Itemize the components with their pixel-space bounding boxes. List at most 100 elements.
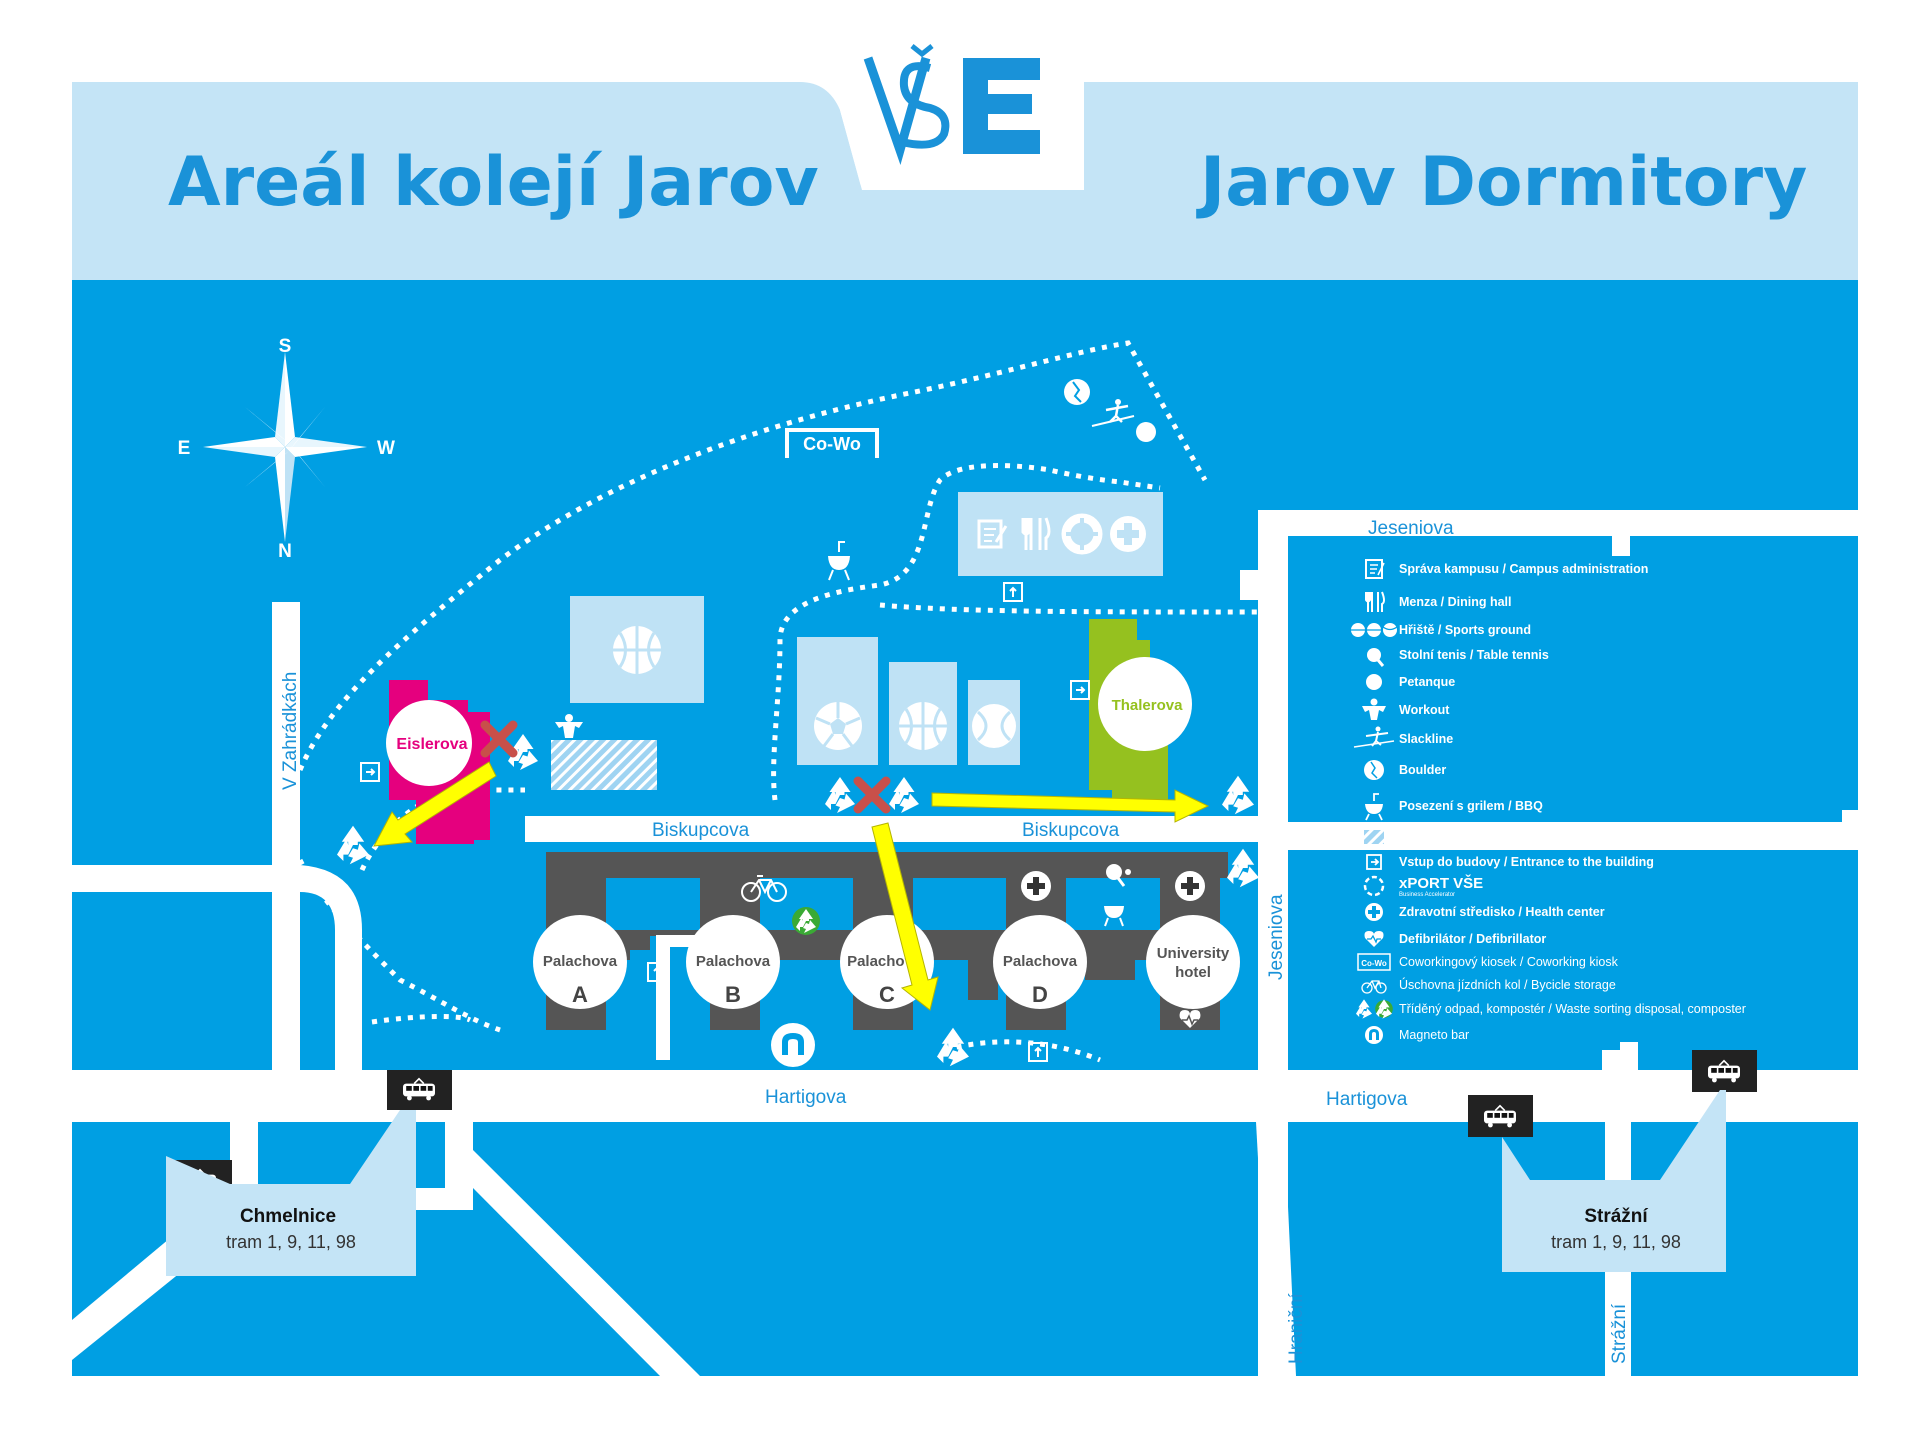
basketball-icon-2 [899,702,947,750]
title-english: Jarov Dormitory [1196,143,1807,222]
dining-icon [1365,591,1385,612]
bbq-icon-2 [1104,906,1124,927]
services-building [958,492,1163,576]
legend-item-label: Vstup do budovy / Entrance to the buildi… [1399,855,1654,869]
recycle-icon [1356,999,1393,1019]
vse-logo [863,44,1040,165]
legend-item-label: Petanque [1399,675,1455,689]
magneto-icon [1365,1026,1383,1044]
slackline-icon [1353,726,1395,748]
tram-stop-strazni-name: Strážní [1584,1206,1648,1227]
university-hotel-label-1: University [1157,945,1230,962]
table-tennis-icon [1367,648,1385,667]
magneto-bar-icon [771,1023,815,1067]
health-icon [1365,903,1383,921]
palachova-a[interactable]: Palachova A [533,915,627,1009]
coworking-kiosk[interactable]: Co-Wo [785,428,879,458]
legend-item-label: Menza / Dining hall [1399,595,1512,609]
palachova-c-letter: C [879,982,895,1007]
tram-stop-strazni-lines: tram 1, 9, 11, 98 [1551,1232,1681,1252]
palachova-b-label: Palachova [696,953,771,970]
legend-item-label: Boulder [1399,763,1446,777]
legend-item-label: Hřiště / Sports ground [1399,623,1531,637]
thalerova-label: Thalerova [1112,697,1184,714]
xport-icon [1363,875,1385,897]
health-center-icon [1110,516,1146,552]
entrance-icon [1366,854,1382,870]
legend-item-label: Posezení s grilem / BBQ [1399,799,1543,813]
palachova-d[interactable]: Palachova D [993,915,1087,1009]
street-v-zahradkach: V Zahrádkách [280,672,301,790]
street-biskupcova-2: Biskupcova [1022,820,1120,841]
locker-icon [1364,830,1384,844]
petanque-icon [1136,422,1156,442]
tram-stop-chmelnice[interactable]: Chmelnice tram 1, 9, 11, 98 [166,1070,452,1276]
bbq-icon [828,541,850,581]
street-hartigova-2: Hartigova [1326,1089,1408,1110]
defibrillator-icon [1364,931,1384,947]
redirect-arrows [373,761,1210,1011]
table-tennis-icon [1106,864,1131,887]
xport-subtitle: Business Accelerator [1399,892,1455,898]
legend-item-label: Úschovna jízdních kol / Bycicle storage [1399,977,1616,992]
health-center-icon-d [1021,871,1051,901]
legend-item-label: Tříděný odpad, kompostér / Waste sorting… [1399,1002,1746,1016]
legend-item-label: Zdravotní středisko / Health center [1399,905,1605,919]
football-icon [814,702,862,750]
boulder-icon [1364,760,1384,780]
admin-icon [977,519,1008,549]
palachova-passage [656,935,670,1060]
bbq-icon [1365,793,1383,821]
compass-rose [203,352,367,542]
legend-item-label: Coworkingový kiosek / Coworking kiosk [1399,955,1619,969]
street-jeseniova-top: Jeseniova [1368,518,1454,539]
palachova-b[interactable]: Palachova B [686,915,780,1009]
tram-stop-chmelnice-lines: tram 1, 9, 11, 98 [226,1232,356,1252]
street-jeseniova-side: Jeseniova [1266,894,1287,980]
palachova-c-label: Palachov [847,953,914,970]
university-hotel-label-2: hotel [1175,964,1211,981]
compass-north-label: N [278,541,292,562]
admin-icon [1365,559,1385,579]
workout-icon [1362,698,1386,720]
legend-item-label: Magneto bar [1399,1028,1469,1042]
legend: Správa kampusu / Campus administrationMe… [1351,559,1746,1044]
legend-item-label: Workout [1399,703,1450,717]
title-czech: Areál kolejí Jarov [168,143,819,222]
compass-west-label: W [377,438,395,459]
closed-marker-sports [853,776,891,814]
cowork-icon: Co-Wo [1357,953,1391,971]
svg-text:Co-Wo: Co-Wo [1361,959,1387,968]
defibrillator-icon [1179,1010,1201,1028]
thalerova-building[interactable]: Thalerova [1089,619,1192,800]
petanque-icon [1366,674,1382,690]
legend-item-label: Správa kampusu / Campus administration [1399,562,1648,576]
university-hotel[interactable]: University hotel [1146,915,1240,1009]
legend-item-label: Šatny / Locker room [1399,829,1519,844]
tennis-icon [972,704,1016,748]
palachova-a-letter: A [572,982,588,1007]
basketball-icon [613,626,661,674]
legend-item-label: Stolní tenis / Table tennis [1399,648,1549,662]
tram-stop-chmelnice-name: Chmelnice [240,1206,336,1227]
street-biskupcova-1: Biskupcova [652,820,750,841]
sports-icon [1351,623,1398,637]
legend-item-label: Slackline [1399,732,1453,746]
palachova-b-letter: B [725,982,741,1007]
workout-icon [555,714,583,738]
palachova-d-label: Palachova [1003,953,1078,970]
closed-marker-eislerova [480,720,518,758]
tram-stop-strazni[interactable]: Strážní tram 1, 9, 11, 98 [1468,1050,1757,1272]
bicycle-icon [1361,980,1387,994]
lifebuoy-icon [1061,513,1103,555]
compass-east-label: E [178,438,191,459]
xport-logo: xPORT VŠE [1399,874,1483,892]
roads [72,510,1858,1376]
coworking-label: Co-Wo [803,434,861,454]
eislerova-label: Eislerova [396,736,467,753]
boulder-icon [1064,379,1090,405]
footpaths [297,340,1259,1063]
header-bar [72,82,1858,280]
eislerova-building[interactable]: Eislerova [386,680,490,844]
